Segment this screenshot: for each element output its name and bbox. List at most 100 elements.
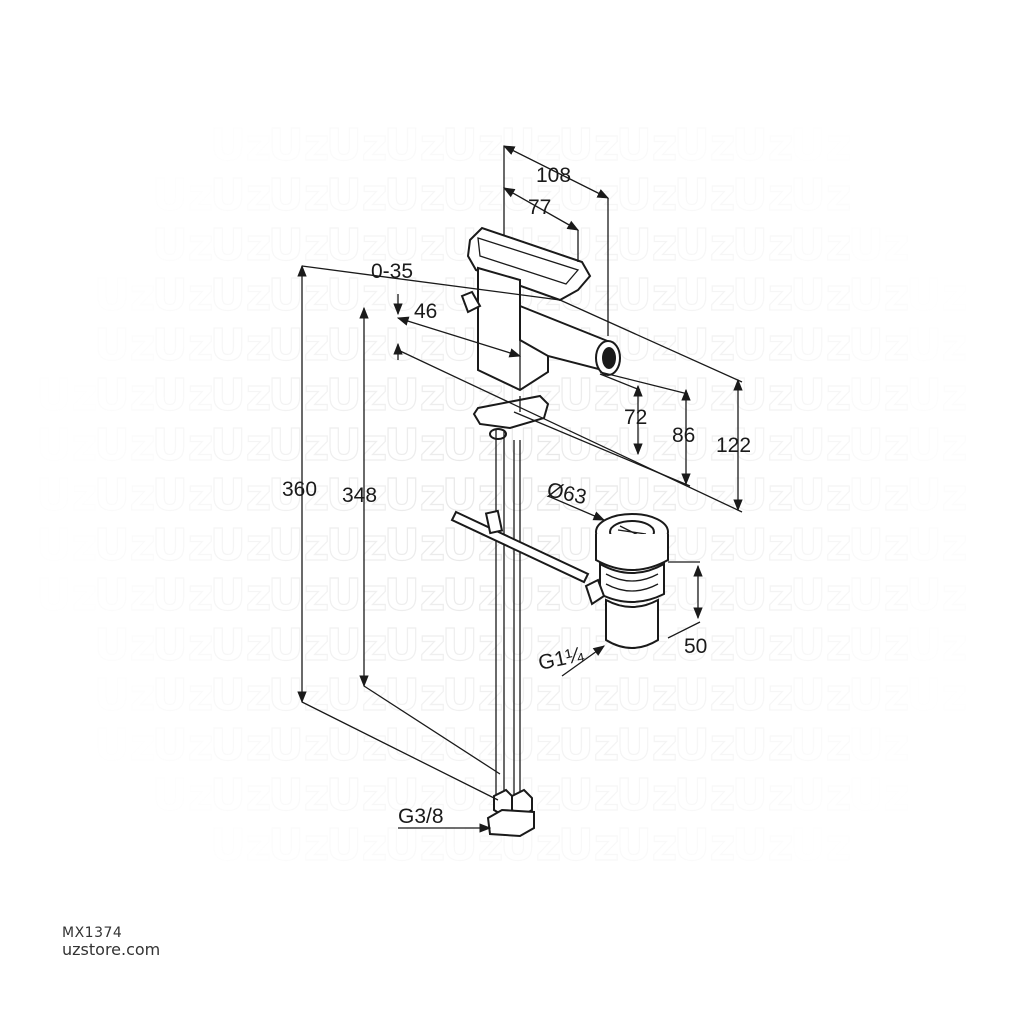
- watermark-mark: Uz: [384, 570, 445, 621]
- watermark-mark: Uz: [210, 570, 271, 621]
- watermark-mark: Uz: [210, 520, 271, 571]
- watermark-mark: Uz: [36, 520, 97, 571]
- watermark-mark: Uz: [326, 120, 387, 171]
- watermark-mark: Uz: [268, 420, 329, 471]
- watermark-mark: Uz: [94, 520, 155, 571]
- watermark-mark: Uz: [210, 720, 271, 771]
- watermark-mark: Uz: [384, 170, 445, 221]
- watermark-mark: Uz: [674, 170, 735, 221]
- watermark-mark: Uz: [268, 570, 329, 621]
- watermark-mark: Uz: [674, 520, 735, 571]
- watermark-mark: Uz: [848, 620, 909, 671]
- watermark-mark: Uz: [674, 120, 735, 171]
- website-link[interactable]: uzstore.com: [62, 940, 161, 959]
- watermark-mark: Uz: [152, 170, 213, 221]
- watermark-mark: Uz: [674, 620, 735, 671]
- watermark-mark: Uz: [94, 720, 155, 771]
- watermark-mark: Uz: [326, 270, 387, 321]
- watermark-mark: Uz: [732, 320, 793, 371]
- watermark-mark: Uz: [268, 320, 329, 371]
- watermark-mark: Uz: [500, 720, 561, 771]
- watermark-mark: Uz: [210, 320, 271, 371]
- watermark-mark: Uz: [384, 770, 445, 821]
- watermark-mark: Uz: [326, 470, 387, 521]
- watermark-mark: Uz: [326, 520, 387, 571]
- watermark-mark: Uz: [384, 670, 445, 721]
- watermark-mark: Uz: [848, 320, 909, 371]
- watermark-mark: Uz: [152, 420, 213, 471]
- watermark-mark: Uz: [36, 570, 97, 621]
- supply-rods: [450, 430, 590, 800]
- watermark-mark: Uz: [674, 720, 735, 771]
- dim-label-72: 72: [624, 406, 647, 429]
- watermark-mark: Uz: [790, 270, 851, 321]
- watermark-mark: Uz: [732, 220, 793, 271]
- dimension-lines: [297, 145, 743, 833]
- dim-label-348: 348: [342, 484, 377, 507]
- watermark-mark: Uz: [674, 770, 735, 821]
- watermark-mark: Uz: [94, 570, 155, 621]
- connection-nut: [486, 788, 535, 838]
- dim-label-50: 50: [684, 635, 707, 658]
- watermark-mark: Uz: [210, 220, 271, 271]
- watermark-mark: Uz: [94, 270, 155, 321]
- watermark-mark: Uz: [152, 220, 213, 271]
- dim-label-86: 86: [672, 424, 695, 447]
- watermark-mark: Uz: [558, 770, 619, 821]
- watermark-mark: Uz: [906, 270, 967, 321]
- watermark-mark: Uz: [674, 570, 735, 621]
- watermark-mark: Uz: [500, 670, 561, 721]
- watermark-mark: Uz: [848, 720, 909, 771]
- watermark-mark: Uz: [210, 670, 271, 721]
- watermark-mark: Uz: [384, 370, 445, 421]
- watermark-mark: Uz: [442, 620, 503, 671]
- watermark-mark: Uz: [152, 370, 213, 421]
- watermark-mark: Uz: [790, 120, 851, 171]
- watermark-mark: Uz: [384, 320, 445, 371]
- watermark-mark: Uz: [210, 370, 271, 421]
- watermark-mark: Uz: [442, 570, 503, 621]
- watermark-mark: Uz: [384, 620, 445, 671]
- watermark-mark: Uz: [268, 770, 329, 821]
- watermark-mark: Uz: [268, 120, 329, 171]
- watermark-mark: Uz: [558, 420, 619, 471]
- watermark-mark: Uz: [790, 370, 851, 421]
- watermark-mark: Uz: [36, 370, 97, 421]
- watermark-mark: Uz: [906, 420, 967, 471]
- watermark-mark: Uz: [732, 720, 793, 771]
- watermark-mark: Uz: [906, 370, 967, 421]
- watermark-mark: Uz: [326, 220, 387, 271]
- watermark-mark: Uz: [152, 520, 213, 571]
- watermark-mark: Uz: [210, 770, 271, 821]
- watermark-mark: Uz: [384, 470, 445, 521]
- watermark-mark: Uz: [674, 320, 735, 371]
- watermark-mark: Uz: [558, 720, 619, 771]
- watermark-mark: Uz: [94, 370, 155, 421]
- watermark-mark: Uz: [268, 620, 329, 671]
- watermark-mark: Uz: [210, 170, 271, 221]
- watermark-mark: Uz: [674, 270, 735, 321]
- watermark-mark: Uz: [94, 420, 155, 471]
- watermark-mark: Uz: [616, 220, 677, 271]
- dim-label-46: 46: [414, 300, 437, 323]
- watermark-mark: Uz: [732, 570, 793, 621]
- watermark-mark: Uz: [152, 670, 213, 721]
- watermark-mark: Uz: [790, 420, 851, 471]
- watermark-mark: Uz: [326, 570, 387, 621]
- watermark-mark: Uz: [732, 120, 793, 171]
- watermark-mark: Uz: [442, 420, 503, 471]
- watermark-mark: Uz: [616, 770, 677, 821]
- watermark-mark: Uz: [732, 370, 793, 421]
- watermark-mark: Uz: [268, 820, 329, 871]
- watermark-mark: Uz: [848, 270, 909, 321]
- watermark-mark: Uz: [210, 620, 271, 671]
- watermark-mark: Uz: [790, 220, 851, 271]
- watermark-mark: Uz: [906, 670, 967, 721]
- watermark-mark: Uz: [152, 620, 213, 671]
- watermark-mark: Uz: [268, 520, 329, 571]
- watermark-mark: Uz: [268, 270, 329, 321]
- watermark-mark: Uz: [906, 520, 967, 571]
- watermark-mark: Uz: [674, 820, 735, 871]
- watermark-mark: Uz: [848, 370, 909, 421]
- watermark-mark: Uz: [616, 470, 677, 521]
